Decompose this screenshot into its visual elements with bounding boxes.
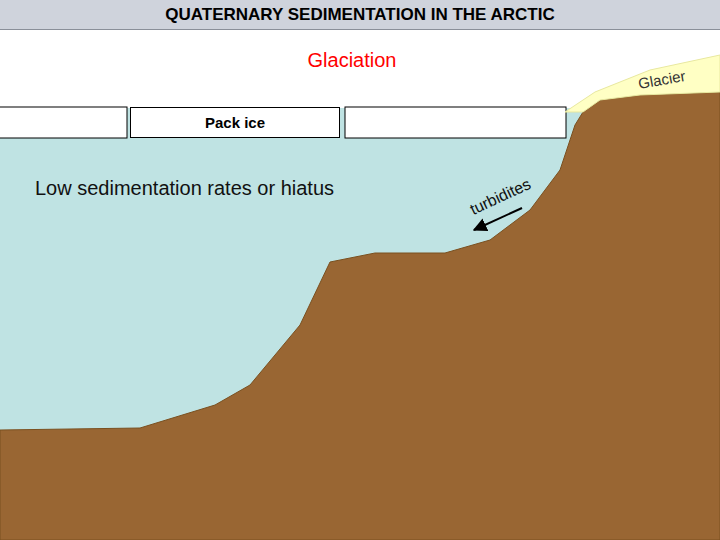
- node-label: Pack ice: [205, 114, 265, 131]
- glacier-shape: Glacier: [560, 50, 720, 120]
- title-bar: QUATERNARY SEDIMENTATION IN THE ARCTIC: [0, 0, 720, 30]
- pack-ice-floe: [345, 107, 566, 138]
- glacier-ice: [565, 55, 720, 112]
- sediment-note: Low sedimentation rates or hiatus: [35, 177, 334, 200]
- pack-ice-floe: [0, 107, 127, 138]
- phase-heading: Glaciation: [308, 49, 397, 72]
- pack-ice-box: Pack ice: [130, 107, 340, 138]
- seafloor-ground: [0, 92, 720, 540]
- title-text: QUATERNARY SEDIMENTATION IN THE ARCTIC: [165, 5, 554, 25]
